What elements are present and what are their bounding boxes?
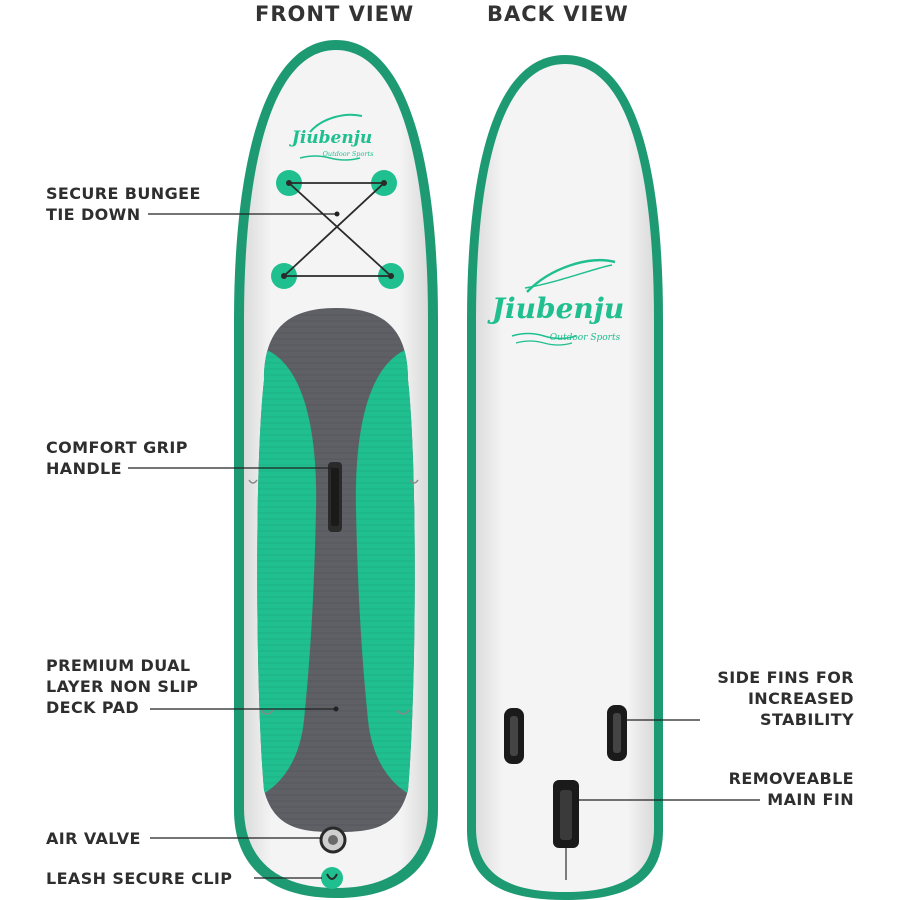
label-air-valve: AIR VALVE [46,829,141,848]
side-fins [504,705,627,764]
back-logo: Jiubenju Outdoor Sports [487,258,624,346]
back-logo-tagline: Outdoor Sports [550,333,621,343]
comfort-grip-handle [328,462,342,532]
front-logo-tagline: Outdoor Sports [323,150,375,158]
front-logo: Jiubenju Outdoor Sports [289,113,375,161]
label-main-fin: REMOVEABLE MAIN FIN [728,769,854,809]
main-fin [553,780,579,880]
front-logo-brand: Jiubenju [289,128,372,148]
label-side-fins: SIDE FINS FOR INCREASED STABILITY [717,668,854,729]
deck-pad [257,308,415,832]
label-comfort-grip-handle: COMFORT GRIP HANDLE [46,438,188,478]
front-view-title: FRONT VIEW [255,2,415,26]
bungee-tie-down [271,170,404,289]
back-logo-brand: Jiubenju [487,292,624,325]
back-view-title: BACK VIEW [487,2,629,26]
air-valve [319,826,347,854]
label-bungee-tie-down: SECURE BUNGEE TIE DOWN [46,184,201,224]
leash-clip [321,867,343,889]
label-deck-pad: PREMIUM DUAL LAYER NON SLIP DECK PAD [46,656,199,717]
front-board: Jiubenju Outdoor Sports [234,40,438,898]
callout-lines [128,213,760,879]
label-leash-secure-clip: LEASH SECURE CLIP [46,869,233,888]
back-board-hull [476,64,654,892]
back-board: Jiubenju Outdoor Sports [467,55,663,900]
